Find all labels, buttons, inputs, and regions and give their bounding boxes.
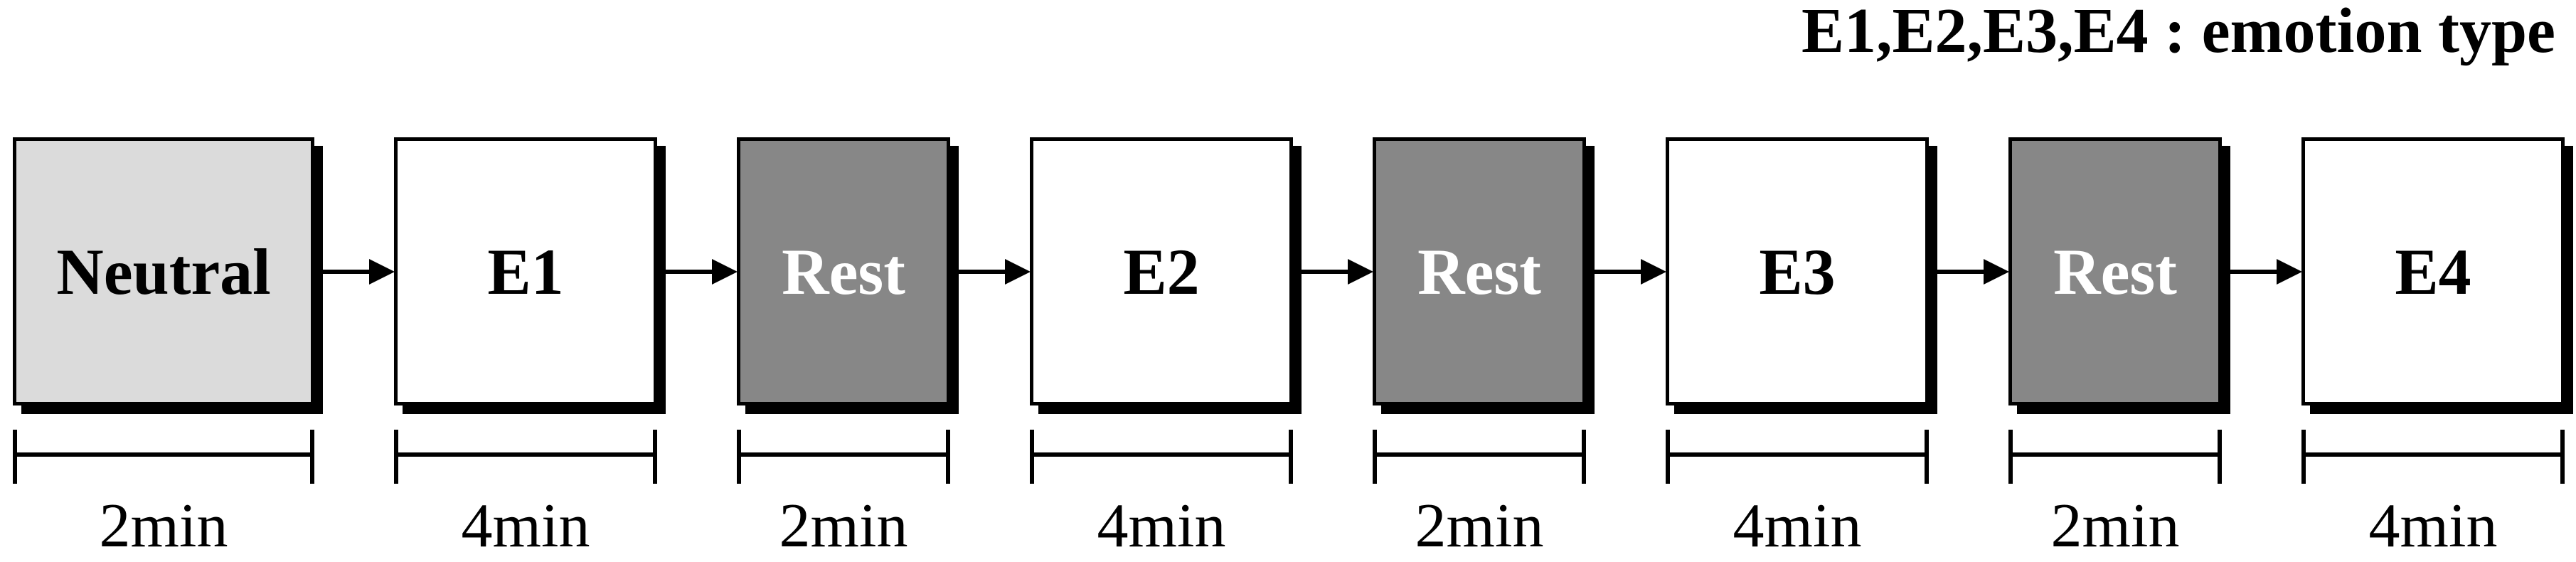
duration-bracket — [2301, 430, 2565, 484]
bracket-line — [2008, 452, 2222, 457]
flow-arrow-icon — [657, 137, 738, 405]
bracket-line — [1373, 452, 1586, 457]
duration-label: 4min — [1097, 492, 1226, 561]
flow-arrow-icon — [1929, 137, 2009, 405]
arrow-head-icon — [1348, 259, 1373, 285]
stage-column-e4-7: E4 4min — [2301, 137, 2565, 558]
duration-bracket — [737, 430, 950, 484]
stage-box-neutral-0: Neutral — [13, 137, 314, 405]
sequence-row: Neutral 2min E1 4min Rest 2min E2 4min Rest 2min E… — [13, 137, 2565, 558]
stage-box-e1-1: E1 — [394, 137, 657, 405]
stage-label: Rest — [1417, 235, 1541, 308]
duration-label: 2min — [779, 492, 908, 561]
stage-box-rest-6: Rest — [2008, 137, 2222, 405]
bracket-left-tick — [737, 430, 741, 484]
bracket-right-tick — [1289, 430, 1293, 484]
stage-column-e1-1: E1 4min — [394, 137, 657, 558]
stage-label: E3 — [1759, 235, 1836, 308]
arrow-head-icon — [712, 259, 738, 285]
duration-label: 2min — [99, 492, 228, 561]
bracket-line — [2301, 452, 2565, 457]
stage-column-rest-4: Rest 2min — [1373, 137, 1586, 558]
stage-box-e3-5: E3 — [1666, 137, 1929, 405]
duration-bracket — [2008, 430, 2222, 484]
duration-bracket — [1373, 430, 1586, 484]
stage-box-rest-2: Rest — [737, 137, 950, 405]
bracket-left-tick — [1666, 430, 1670, 484]
duration-label: 2min — [2050, 492, 2180, 561]
bracket-right-tick — [653, 430, 657, 484]
stage-label: E2 — [1123, 235, 1200, 308]
bracket-right-tick — [2218, 430, 2222, 484]
arrow-line — [2223, 270, 2283, 274]
duration-label: 4min — [1733, 492, 1862, 561]
bracket-line — [1030, 452, 1293, 457]
stage-label: E1 — [487, 235, 564, 308]
flow-arrow-icon — [1293, 137, 1373, 405]
arrow-line — [1587, 270, 1647, 274]
bracket-line — [1666, 452, 1929, 457]
bracket-line — [737, 452, 950, 457]
duration-bracket — [1030, 430, 1293, 484]
bracket-right-tick — [946, 430, 950, 484]
stage-label: E4 — [2395, 235, 2471, 308]
stage-column-neutral-0: Neutral 2min — [13, 137, 314, 558]
stage-column-e2-3: E2 4min — [1030, 137, 1293, 558]
arrow-head-icon — [2277, 259, 2302, 285]
arrow-head-icon — [1984, 259, 2009, 285]
duration-bracket — [1666, 430, 1929, 484]
stage-box-e4-7: E4 — [2301, 137, 2565, 405]
duration-bracket — [13, 430, 314, 484]
stage-column-e3-5: E3 4min — [1666, 137, 1929, 558]
stage-box-e2-3: E2 — [1030, 137, 1293, 405]
bracket-left-tick — [394, 430, 398, 484]
arrow-head-icon — [1641, 259, 1666, 285]
bracket-line — [394, 452, 657, 457]
arrow-head-icon — [1005, 259, 1031, 285]
duration-label: 4min — [461, 492, 590, 561]
stage-column-rest-6: Rest 2min — [2008, 137, 2222, 558]
stage-label: Rest — [782, 235, 905, 308]
stage-label: Rest — [2053, 235, 2177, 308]
legend-text: E1,E2,E3,E4 : emotion type — [1801, 0, 2555, 66]
bracket-line — [13, 452, 314, 457]
arrow-head-icon — [369, 259, 395, 285]
bracket-right-tick — [1925, 430, 1929, 484]
flow-arrow-icon — [314, 137, 395, 405]
duration-label: 4min — [2368, 492, 2498, 561]
bracket-left-tick — [13, 430, 17, 484]
arrow-line — [1930, 270, 1990, 274]
bracket-left-tick — [2008, 430, 2013, 484]
bracket-left-tick — [1030, 430, 1034, 484]
stage-box-rest-4: Rest — [1373, 137, 1586, 405]
bracket-right-tick — [2560, 430, 2565, 484]
flow-arrow-icon — [1586, 137, 1666, 405]
bracket-left-tick — [1373, 430, 1377, 484]
bracket-right-tick — [1582, 430, 1586, 484]
duration-bracket — [394, 430, 657, 484]
arrow-line — [659, 270, 718, 274]
flow-arrow-icon — [2222, 137, 2302, 405]
duration-label: 2min — [1415, 492, 1544, 561]
stage-column-rest-2: Rest 2min — [737, 137, 950, 558]
flow-arrow-icon — [950, 137, 1031, 405]
arrow-line — [316, 270, 376, 274]
arrow-line — [952, 270, 1011, 274]
bracket-left-tick — [2301, 430, 2306, 484]
bracket-right-tick — [310, 430, 314, 484]
arrow-line — [1294, 270, 1354, 274]
stage-label: Neutral — [56, 235, 271, 308]
